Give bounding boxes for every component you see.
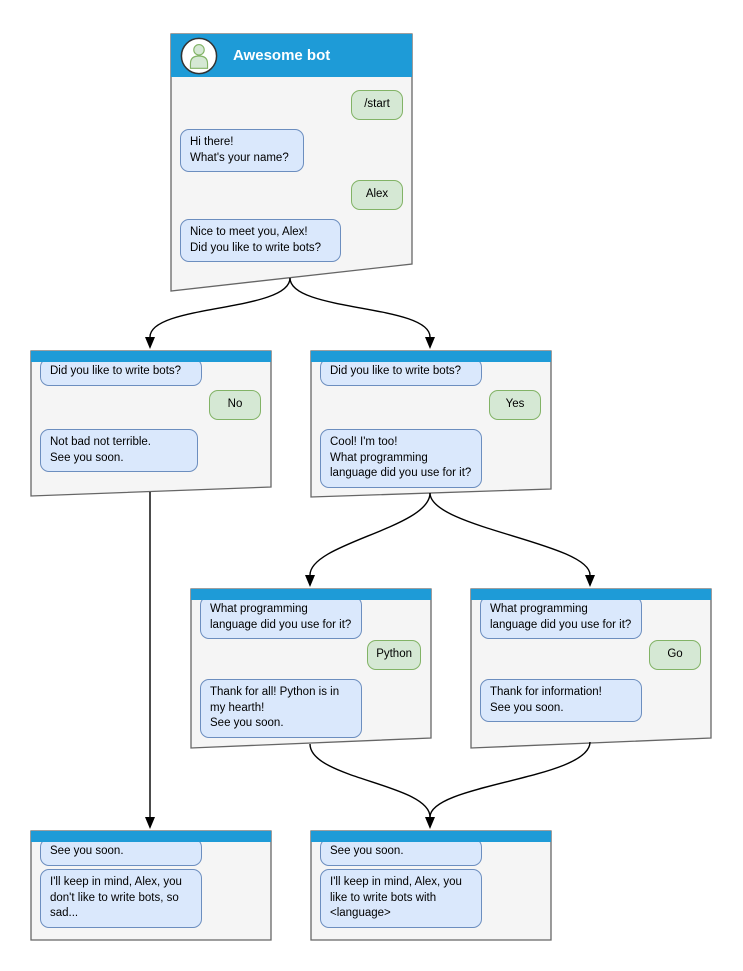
bot-message-bubble: See you soon.: [40, 838, 202, 866]
arrowhead: [425, 817, 435, 829]
window-titlebar: [191, 589, 431, 600]
arrowhead: [145, 817, 155, 829]
connector-python-to-end: [309, 743, 431, 818]
chat-window-branch-no[interactable]: Did you like to write bots? No Not bad n…: [30, 350, 272, 498]
arrowhead: [585, 575, 595, 587]
bot-message-bubble: Thank for all! Python is in my hearth! S…: [200, 679, 362, 738]
bot-message-bubble: I'll keep in mind, Alex, you don't like …: [40, 869, 202, 928]
bot-message-bubble: Did you like to write bots?: [320, 358, 482, 386]
bot-message-bubble: Nice to meet you, Alex! Did you like to …: [180, 219, 341, 263]
window-titlebar: [31, 831, 271, 842]
user-message-bubble: Go: [649, 640, 701, 670]
user-message-bubble: Python: [367, 640, 421, 670]
connector-yes-to-python: [309, 492, 431, 576]
window-titlebar: [471, 589, 711, 600]
window-titlebar: [31, 351, 271, 362]
chat-window-branch-yes[interactable]: Did you like to write bots? Yes Cool! I'…: [310, 350, 552, 498]
connector-go-to-end: [429, 741, 591, 818]
chat-window-go[interactable]: What programming language did you use fo…: [470, 588, 712, 750]
bot-message-bubble: What programming language did you use fo…: [200, 596, 362, 640]
user-message-bubble: /start: [351, 90, 403, 120]
chat-window-main[interactable]: Awesome bot /start Hi there! What's your…: [170, 33, 413, 293]
user-message-bubble: No: [209, 390, 261, 420]
window-titlebar: Awesome bot: [171, 34, 412, 77]
bot-message-bubble: Not bad not terrible. See you soon.: [40, 429, 198, 473]
chat-window-python[interactable]: What programming language did you use fo…: [190, 588, 432, 750]
arrowhead: [425, 337, 435, 349]
window-title: Awesome bot: [233, 47, 331, 64]
arrowhead: [145, 337, 155, 349]
user-message-bubble: Alex: [351, 180, 403, 210]
arrowhead: [305, 575, 315, 587]
window-titlebar: [311, 351, 551, 362]
user-message-bubble: Yes: [489, 390, 541, 420]
bot-message-bubble: I'll keep in mind, Alex, you like to wri…: [320, 869, 482, 928]
connector-yes-to-go: [429, 492, 591, 576]
bot-message-bubble: See you soon.: [320, 838, 482, 866]
bot-message-bubble: Did you like to write bots?: [40, 358, 202, 386]
bot-message-bubble: What programming language did you use fo…: [480, 596, 642, 640]
chat-window-end-no[interactable]: See you soon. I'll keep in mind, Alex, y…: [30, 830, 272, 941]
window-titlebar: [311, 831, 551, 842]
bot-message-bubble: Thank for information! See you soon.: [480, 679, 642, 723]
bot-message-bubble: Hi there! What's your name?: [180, 129, 304, 173]
bot-avatar-icon: [180, 37, 218, 74]
chat-window-end-yes[interactable]: See you soon. I'll keep in mind, Alex, y…: [310, 830, 552, 941]
bot-message-bubble: Cool! I'm too! What programming language…: [320, 429, 482, 488]
